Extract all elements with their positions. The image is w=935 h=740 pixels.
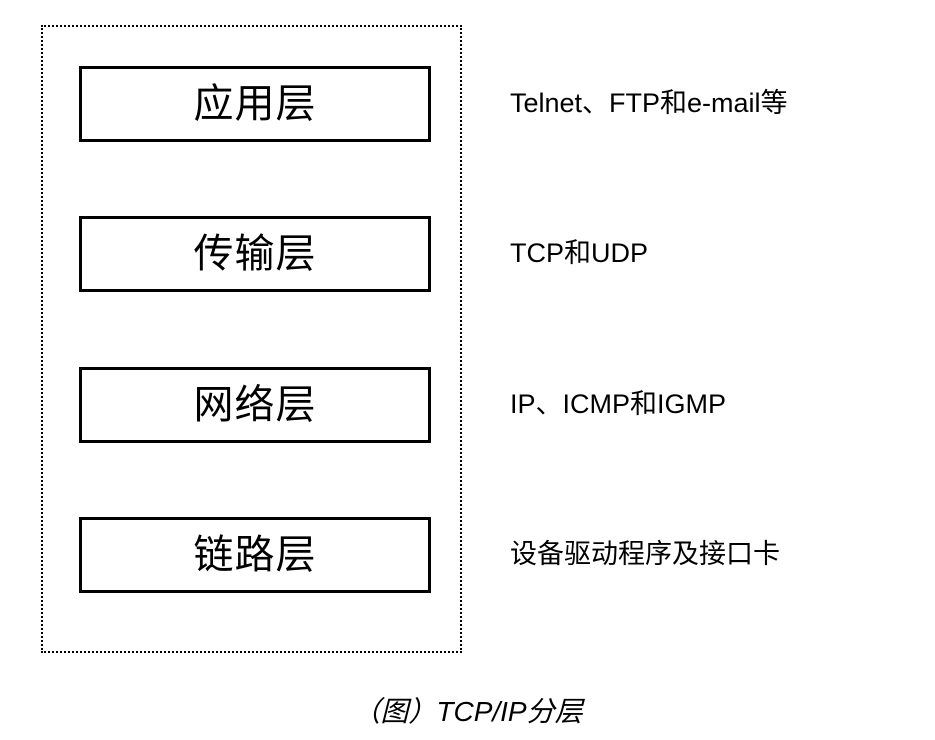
layer-row-transport: 传输层 TCP和UDP [0,216,935,292]
layer-box-network: 网络层 [79,367,431,443]
layer-box-label-network: 网络层 [193,383,317,427]
layer-box-transport: 传输层 [79,216,431,292]
layer-row-link: 链路层 设备驱动程序及接口卡 [0,517,935,593]
layer-protocols-link: 设备驱动程序及接口卡 [510,539,780,570]
layer-protocols-application: Telnet、FTP和e-mail等 [510,88,788,119]
layer-box-label-transport: 传输层 [193,232,317,276]
layer-protocols-network: IP、ICMP和IGMP [510,389,727,420]
layer-row-application: 应用层 Telnet、FTP和e-mail等 [0,66,935,142]
layer-box-label-application: 应用层 [193,82,317,126]
layer-box-label-link: 链路层 [193,533,317,577]
layer-box-link: 链路层 [79,517,431,593]
layer-row-network: 网络层 IP、ICMP和IGMP [0,367,935,443]
layer-protocols-transport: TCP和UDP [510,238,649,269]
figure-caption: （图）TCP/IP分层 [352,696,583,727]
layer-box-application: 应用层 [79,66,431,142]
